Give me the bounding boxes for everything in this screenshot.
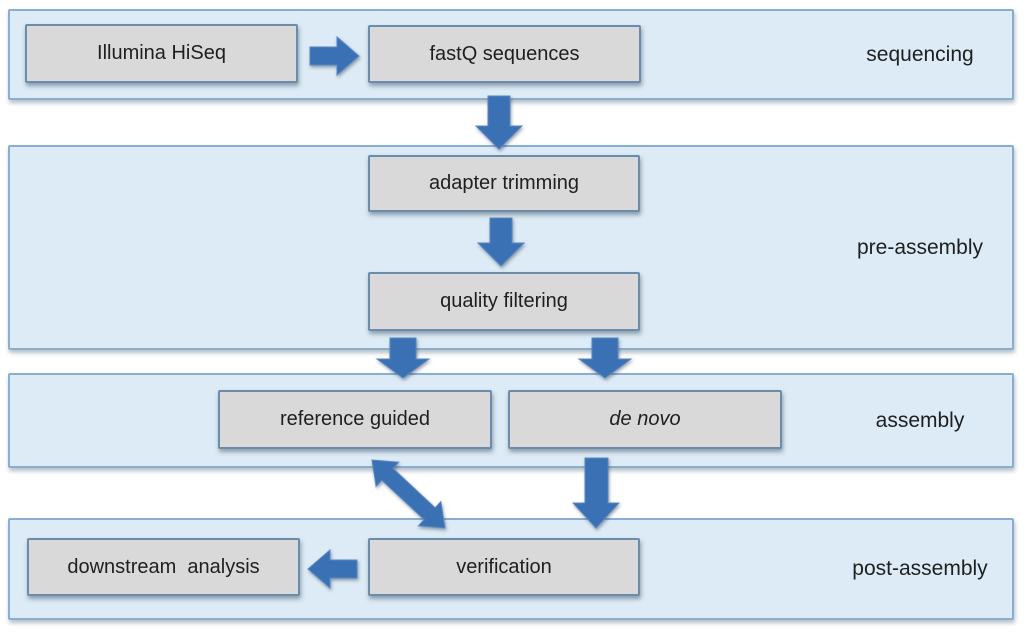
- node-reference-guided: reference guided: [218, 390, 492, 449]
- node-verification: verification: [368, 538, 640, 596]
- node-illumina-hiseq: Illumina HiSeq: [25, 24, 298, 83]
- band-label-pre-assembly: pre-assembly: [856, 235, 984, 259]
- node-downstream-analysis: downstream analysis: [27, 538, 300, 596]
- band-label-post-assembly: post-assembly: [852, 557, 988, 580]
- node-de-novo: de novo: [508, 390, 782, 449]
- node-fastq-sequences: fastQ sequences: [368, 25, 641, 83]
- node-adapter-trimming: adapter trimming: [368, 155, 640, 212]
- band-label-sequencing: sequencing: [866, 42, 974, 66]
- arrow-down-icon: [474, 95, 524, 150]
- band-label-assembly: assembly: [875, 408, 965, 432]
- node-quality-filtering: quality filtering: [368, 272, 640, 331]
